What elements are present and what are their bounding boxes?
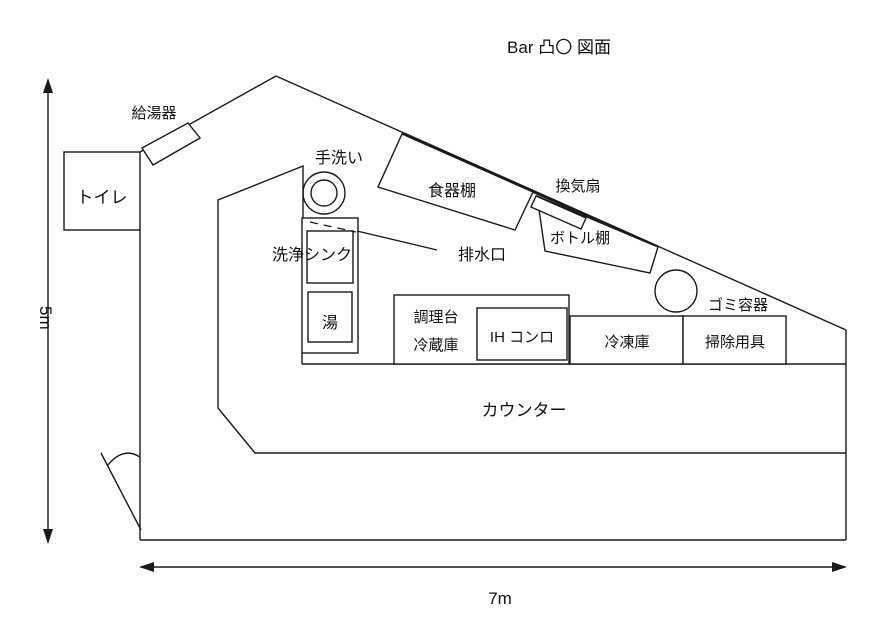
trash-container-circle [654, 269, 698, 313]
bottle-shelf-label: ボトル棚 [550, 230, 610, 247]
wash-sink-label: 洗浄シンク [272, 246, 352, 264]
counter-label: カウンター [482, 401, 567, 420]
cleaning-tools-label: 掃除用具 [705, 333, 765, 351]
entrance-door [100, 452, 142, 531]
dish-shelf-unit [377, 133, 534, 231]
toilet-label: トイレ [77, 188, 128, 207]
hand-wash-label: 手洗い [315, 149, 363, 167]
hot-water-label: 湯 [322, 314, 338, 332]
freezer-unit [569, 315, 684, 365]
cleaning-tools-unit [682, 315, 787, 365]
trash-container-label: ゴミ容器 [708, 296, 768, 314]
water-heater-unit [141, 122, 202, 166]
water-heater-label: 給湯器 [131, 105, 176, 122]
freezer-label: 冷凍庫 [604, 334, 649, 351]
inner-partition-wall [217, 164, 304, 408]
page-title: Bar 凸〇 図面 [507, 38, 611, 57]
prep-table-label: 調理台 [413, 309, 458, 326]
hand-wash-basin-inner [310, 179, 338, 207]
vent-fan-label: 換気扇 [555, 178, 600, 195]
dish-shelf-label: 食器棚 [428, 182, 476, 200]
hand-wash-basin-outer [302, 171, 346, 215]
drain-label: 排水口 [458, 246, 506, 264]
arrow-left-icon [139, 562, 154, 572]
door-leaf [100, 452, 142, 531]
arrow-down-icon [43, 529, 53, 544]
height-dimension-arrow [43, 78, 53, 544]
width-dimension-value: 7m [488, 589, 512, 608]
hot-water-box [307, 291, 353, 343]
width-dimension-arrow [139, 562, 847, 572]
drain-dashed-mark [309, 221, 357, 233]
sink-basin-box [306, 230, 354, 284]
vent-fan-unit [530, 195, 587, 230]
fridge-label: 冷蔵庫 [413, 337, 458, 354]
counter-front-edge [217, 407, 846, 454]
height-dimension-value: 5m [36, 306, 55, 330]
arrow-up-icon [43, 78, 53, 93]
toilet-room [63, 151, 141, 231]
arrow-right-icon [832, 562, 847, 572]
ih-stove-label: IH コンロ [490, 329, 554, 346]
door-swing-arc [106, 452, 141, 467]
drain-leader-line [356, 230, 438, 251]
ih-stove-unit [476, 307, 568, 361]
